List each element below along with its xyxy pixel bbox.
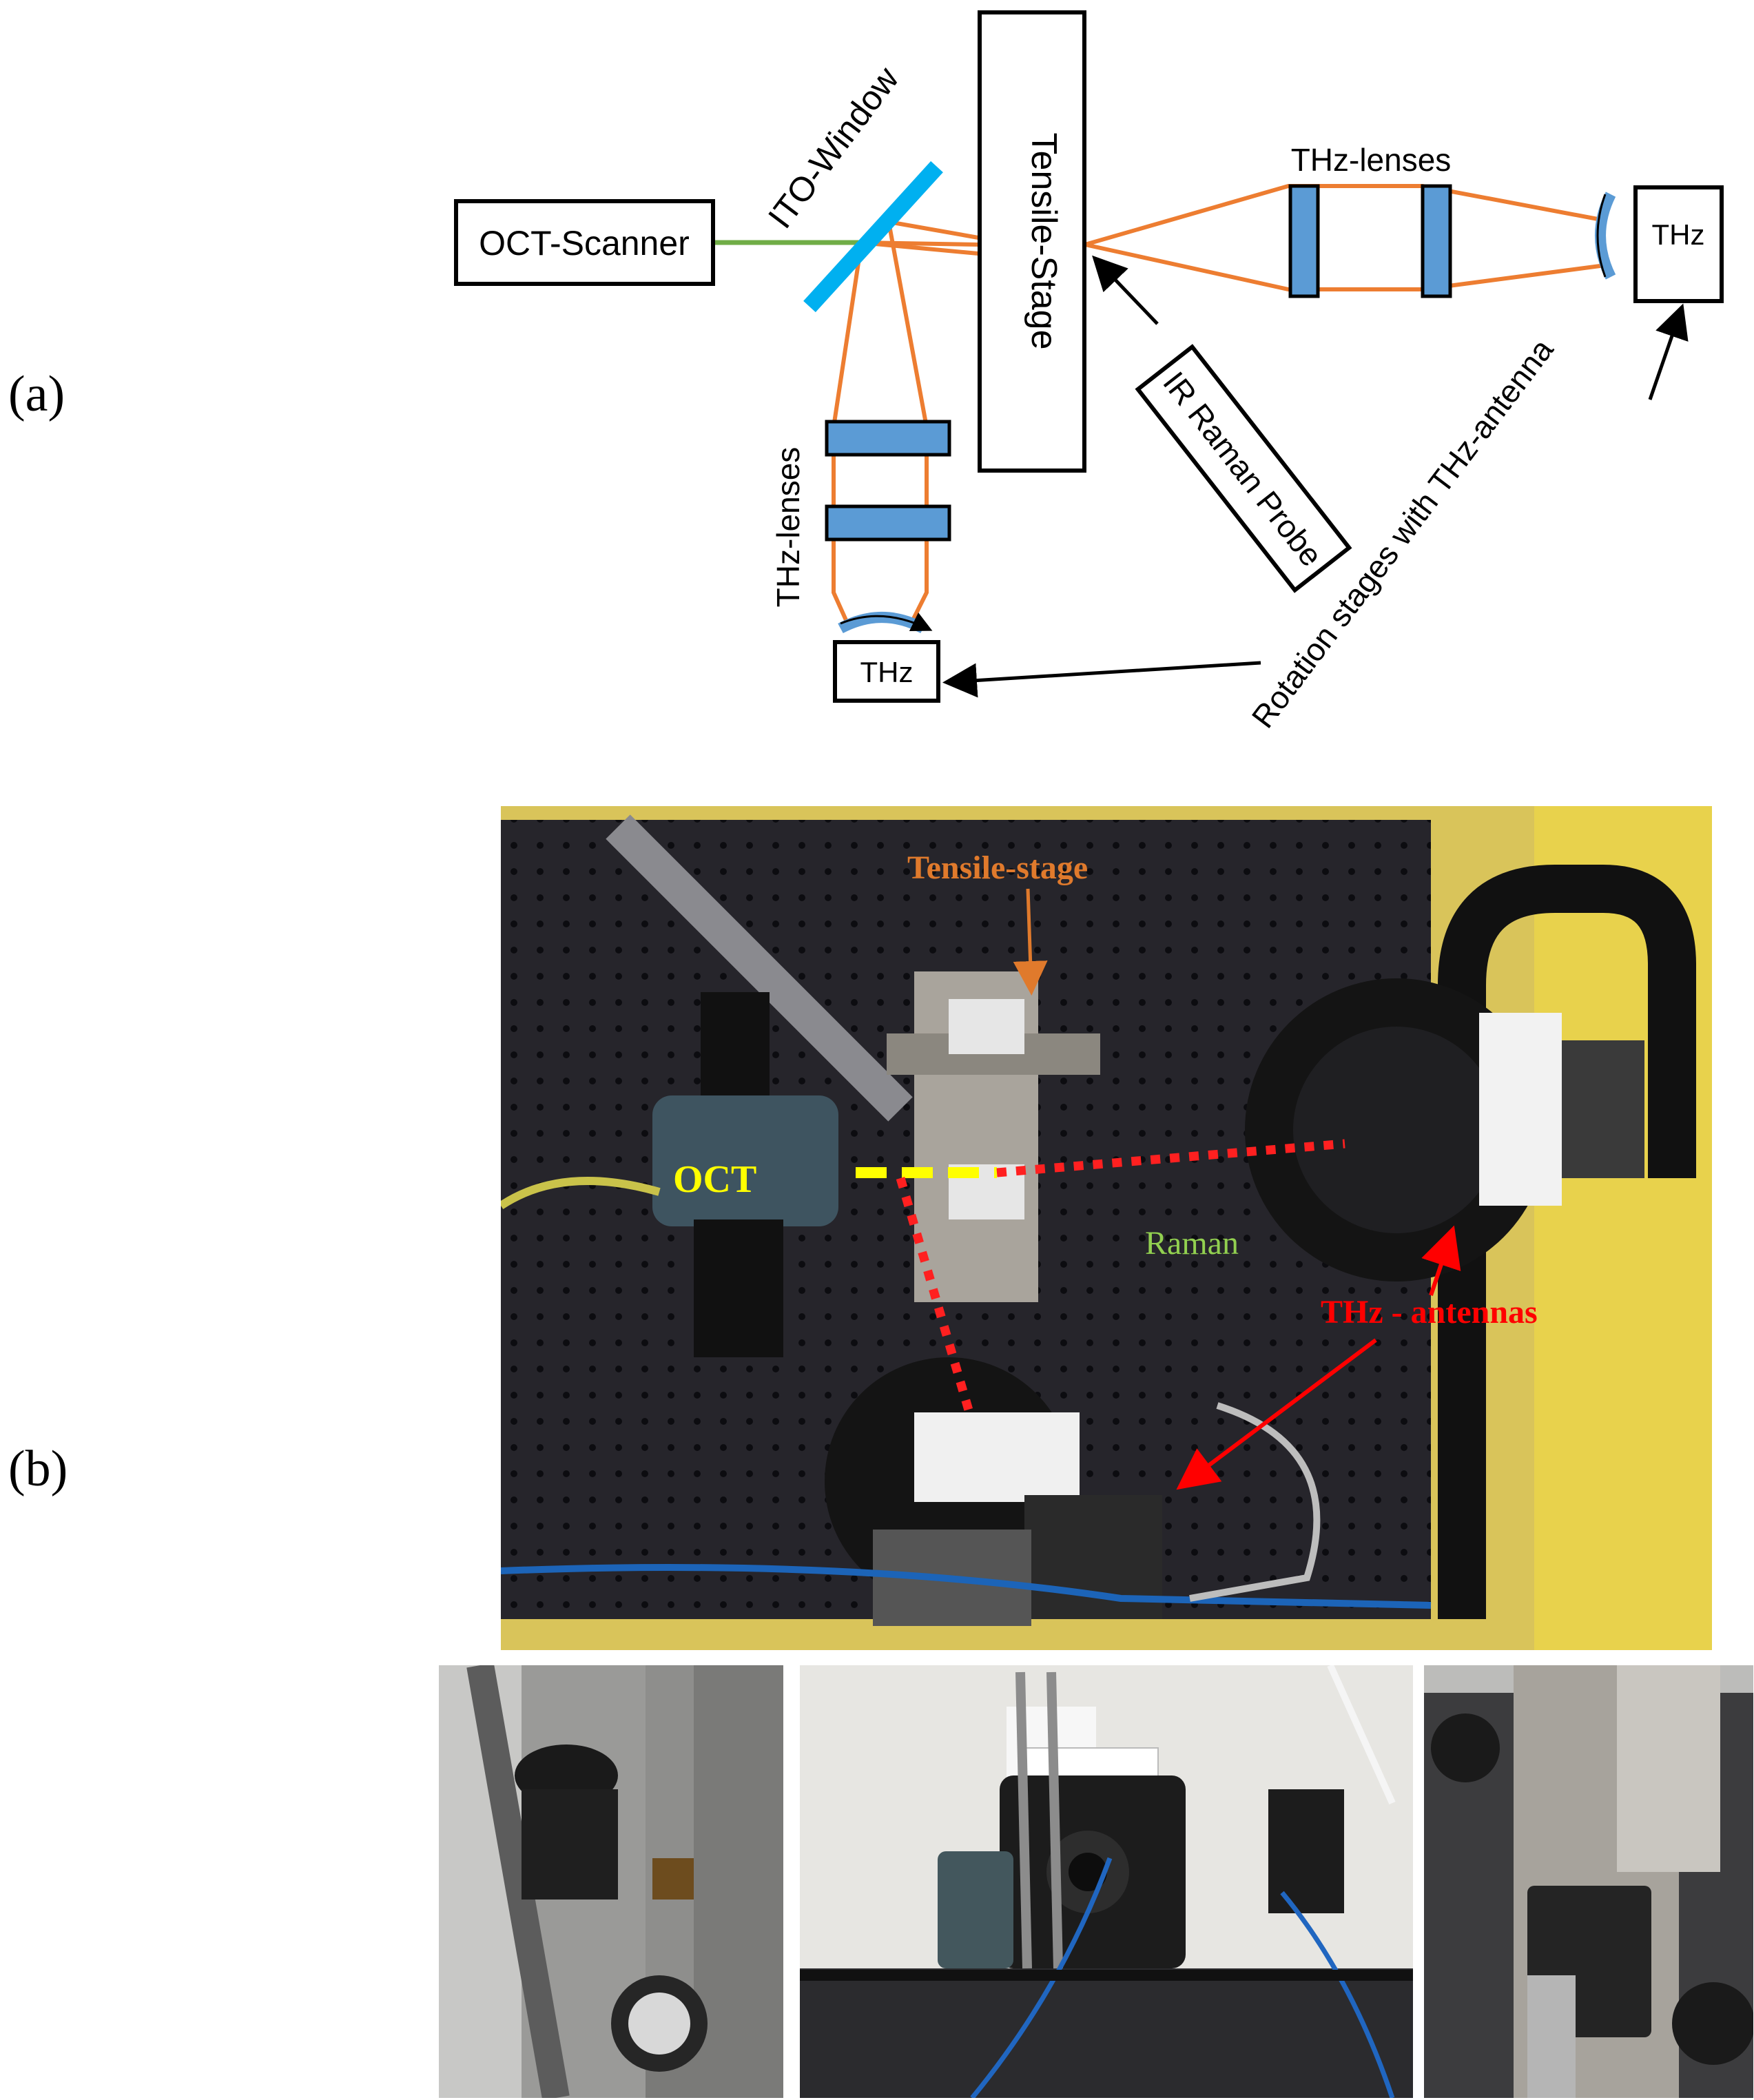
ir-raman-probe-label: IR Raman Probe xyxy=(1156,365,1330,573)
photo-setup-top: Tensile-stage OCT Raman THz - antennas xyxy=(501,806,1712,1650)
setup-schematic: ITO-Window OCT-Scanner Tensile-Stage THz… xyxy=(454,10,1724,734)
photo-detail-left xyxy=(439,1665,783,2098)
ito-window xyxy=(803,161,943,313)
thz-lens-right-1 xyxy=(1288,184,1320,298)
ito-window-label: ITO-Window xyxy=(761,59,907,236)
thz-lens-bottom-2 xyxy=(825,504,951,542)
photo-label-thz-antennas: THz - antennas xyxy=(1321,1294,1538,1330)
raman-arrow xyxy=(1092,255,1159,325)
oct-scanner-label: OCT-Scanner xyxy=(479,224,690,262)
panel-label-b: (b) xyxy=(8,1441,68,1497)
label-sticker-bottom xyxy=(914,1412,1080,1502)
panel-label-a: (a) xyxy=(8,366,65,422)
thz-beam-overlay-vertical xyxy=(896,1177,974,1414)
thz-right-box xyxy=(1633,185,1724,303)
photo-label-tensile-stage: Tensile-stage xyxy=(907,850,1088,886)
photo-label-oct: OCT xyxy=(673,1158,756,1201)
thz-lens-right-2 xyxy=(1421,184,1452,298)
label-sticker-right xyxy=(1479,1013,1562,1206)
ir-raman-probe: IR Raman Probe xyxy=(1135,344,1352,593)
tensile-stage-label: Tensile-Stage xyxy=(1024,132,1064,349)
rotation-icon-right xyxy=(1595,192,1616,280)
thz-beam-overlay-horizontal xyxy=(996,1139,1345,1177)
thz-lenses-bottom-label: THz-lenses xyxy=(770,447,806,608)
oct-scanner-box xyxy=(454,199,715,286)
thz-bottom-label: THz xyxy=(860,656,914,688)
photo-detail-middle xyxy=(800,1665,1413,2098)
tensile-stage-box xyxy=(978,10,1086,473)
arrow-to-thz-right xyxy=(1648,303,1689,400)
arrow-to-thz-bottom xyxy=(942,661,1261,698)
thz-lenses-right-label: THz-lenses xyxy=(1291,142,1452,178)
photo-detail-right xyxy=(1424,1665,1753,2098)
oct-head xyxy=(652,1095,838,1226)
thz-beams-right xyxy=(1084,184,1606,291)
thz-bottom-box xyxy=(833,640,940,703)
thz-right-label: THz xyxy=(1652,218,1705,251)
thz-lens-bottom-1 xyxy=(825,420,951,457)
photo-label-raman: Raman xyxy=(1145,1225,1239,1262)
